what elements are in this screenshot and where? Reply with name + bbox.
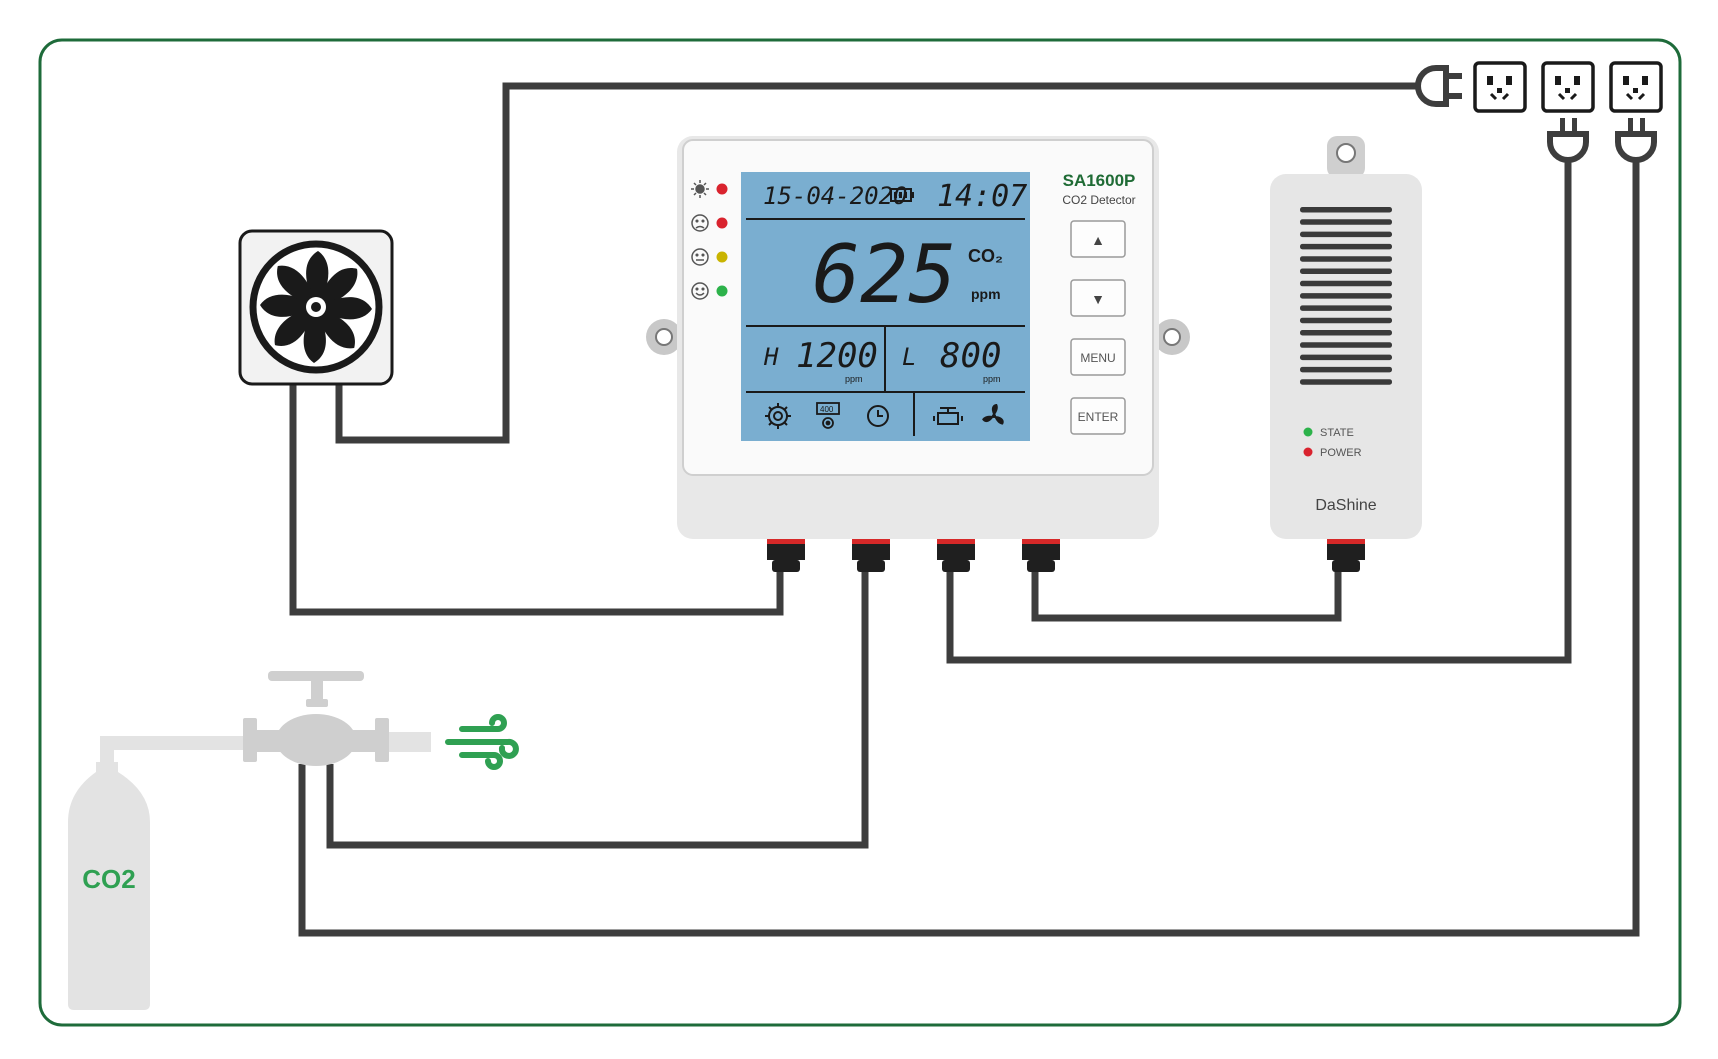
gas-label: CO₂ [968, 246, 1003, 266]
enter-button-label: ENTER [1078, 410, 1119, 424]
neutral-face-icon [691, 248, 709, 266]
wire-connector-3-to-plug [946, 162, 1572, 664]
connector-4 [1022, 539, 1060, 572]
co2-detector: 15-04-2020 14:07 625 CO₂ ppm H 1200 ppm … [646, 136, 1190, 572]
vent-slat [1300, 256, 1392, 262]
wire-fan-to-connector-1 [289, 384, 784, 616]
co2-supply: CO2 [68, 671, 519, 1010]
menu-button[interactable]: MENU [1070, 338, 1126, 376]
menu-button-label: MENU [1080, 351, 1115, 365]
svg-text:400: 400 [820, 405, 834, 414]
status-indicators [691, 180, 728, 300]
led-1 [716, 183, 728, 195]
diagram-frame [38, 38, 1682, 1027]
vent-slat [1300, 342, 1392, 348]
calibrate-400-icon: 400 [816, 402, 840, 429]
vent-slat [1300, 330, 1392, 336]
controller-connector [1327, 539, 1365, 572]
solenoid-valve [243, 671, 389, 766]
vent-slat [1300, 219, 1392, 225]
vent-grille [1300, 207, 1392, 385]
vent-slat [1300, 293, 1392, 299]
enter-button[interactable]: ENTER [1070, 397, 1126, 435]
detector-connectors [767, 539, 1060, 572]
socket-icon [1541, 61, 1595, 113]
battery-icon [890, 188, 914, 202]
up-button[interactable]: ▲ [1070, 220, 1126, 258]
wire-connector-2-to-valve [326, 570, 869, 849]
plug-icon [1547, 118, 1589, 163]
state-label: STATE [1320, 427, 1354, 439]
gas-pipe [100, 736, 250, 750]
led-3 [716, 251, 728, 263]
down-button[interactable]: ▼ [1070, 279, 1126, 317]
led-2 [716, 217, 728, 229]
vent-slat [1300, 305, 1392, 311]
co2-cylinder [68, 762, 150, 1010]
low-threshold: 800 [940, 336, 1001, 376]
vent-slat [1300, 207, 1392, 213]
down-button-label: ▼ [1091, 291, 1105, 307]
power-led [1303, 447, 1313, 457]
wire-connector-4-to-controller [1031, 570, 1342, 622]
controller-brand: DaShine [1315, 497, 1376, 514]
vent-slat [1300, 231, 1392, 238]
low-prefix: L [902, 343, 916, 371]
cylinder-label: CO2 [82, 864, 135, 894]
co2-reading: 625 [812, 228, 957, 321]
dashine-controller: STATE POWER DaShine [1270, 136, 1422, 572]
vent-slat [1300, 379, 1392, 385]
reading-unit: ppm [971, 286, 1001, 302]
mains-plug-icon [1415, 65, 1462, 107]
connector-3 [937, 539, 975, 572]
fan-small-icon [982, 404, 1004, 425]
clock-icon [867, 405, 889, 427]
power-label: POWER [1320, 447, 1362, 459]
wires [289, 82, 1640, 937]
fan-icon [249, 240, 383, 374]
led-4 [716, 285, 728, 297]
valve-icon [933, 407, 963, 425]
high-unit: ppm [845, 374, 863, 384]
vent-slat [1300, 268, 1392, 274]
up-button-label: ▲ [1091, 232, 1105, 248]
state-led [1303, 427, 1313, 437]
detector-subtitle: CO2 Detector [1062, 193, 1135, 207]
lcd-display: 15-04-2020 14:07 625 CO₂ ppm H 1200 ppm … [741, 172, 1030, 441]
connector-1 [767, 539, 805, 572]
happy-face-icon [691, 282, 709, 300]
lcd-time: 14:07 [937, 179, 1027, 214]
socket-icon [1473, 61, 1527, 113]
high-prefix: H [763, 343, 779, 371]
gear-icon [765, 403, 791, 429]
vent-slat [1300, 317, 1392, 324]
wire-valve-to-plug [298, 162, 1640, 937]
airflow-icon [445, 714, 519, 770]
high-threshold: 1200 [796, 336, 878, 376]
detector-model: SA1600P [1063, 171, 1136, 190]
wire-mains-to-fan [335, 82, 1428, 444]
vent-slat [1300, 354, 1392, 361]
exhaust-fan [238, 229, 394, 386]
vent-slat [1300, 280, 1392, 287]
connector-2 [852, 539, 890, 572]
socket-icon [1609, 61, 1663, 113]
vent-slat [1300, 366, 1392, 373]
sun-icon [691, 180, 709, 198]
low-unit: ppm [983, 374, 1001, 384]
plug-icon [1615, 118, 1657, 163]
sad-face-icon [691, 214, 709, 232]
vent-slat [1300, 243, 1392, 250]
lcd-date: 15-04-2020 [763, 182, 908, 210]
